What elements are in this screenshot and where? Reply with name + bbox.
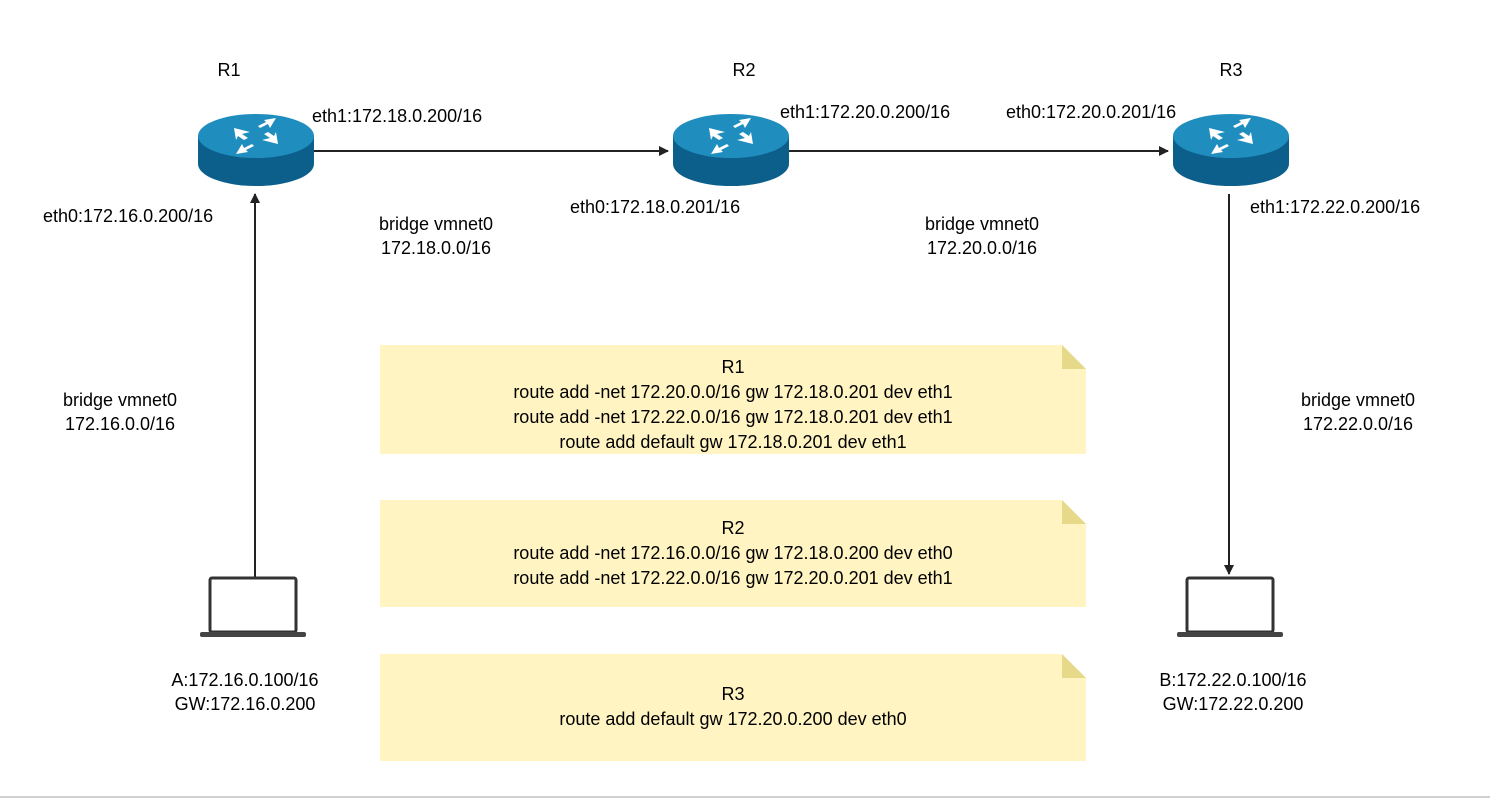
note-r1-title: R1 <box>721 357 745 377</box>
laptop-a-icon <box>200 576 306 637</box>
r1-eth0-label: eth0:172.16.0.200/16 <box>43 206 214 226</box>
note-r3-line: route add default gw 172.20.0.200 dev et… <box>559 709 907 729</box>
note-r3-background <box>380 654 1086 761</box>
r3-eth1-label: eth1:172.22.0.200/16 <box>1250 197 1421 217</box>
r2-eth0-label: eth0:172.18.0.201/16 <box>570 197 741 217</box>
r3-eth0-label: eth0:172.20.0.201/16 <box>1006 102 1177 122</box>
router-r1-title: R1 <box>217 60 241 80</box>
r1-eth1-label: eth1:172.18.0.200/16 <box>312 106 483 126</box>
net-a-r1-subnet: 172.16.0.0/16 <box>64 414 176 434</box>
net-r1-r2-subnet: 172.18.0.0/16 <box>380 238 492 258</box>
host-b-addr: B:172.22.0.100/16 <box>1159 670 1307 690</box>
net-a-r1-label: bridge vmnet0 172.16.0.0/16 <box>20 388 220 436</box>
note-r2-line: route add -net 172.16.0.0/16 gw 172.18.0… <box>513 543 953 563</box>
route-note-r2: R2 route add -net 172.16.0.0/16 gw 172.1… <box>380 500 1086 607</box>
net-r3-b-bridge: bridge vmnet0 <box>1300 390 1416 410</box>
host-b-gw: GW:172.22.0.200 <box>1162 694 1304 714</box>
note-r1-line: route add -net 172.20.0.0/16 gw 172.18.0… <box>513 382 953 402</box>
host-a-addr: A:172.16.0.100/16 <box>171 670 319 690</box>
net-r1-r2-bridge: bridge vmnet0 <box>378 214 494 234</box>
net-r3-b-label: bridge vmnet0 172.22.0.0/16 <box>1258 388 1458 436</box>
note-r1-line: route add default gw 172.18.0.201 dev et… <box>559 432 907 452</box>
net-r2-r3-label: bridge vmnet0 172.20.0.0/16 <box>882 212 1082 260</box>
host-a-gw: GW:172.16.0.200 <box>174 694 316 714</box>
net-a-r1-bridge: bridge vmnet0 <box>62 390 178 410</box>
net-r2-r3-subnet: 172.20.0.0/16 <box>926 238 1038 258</box>
router-r3-icon <box>1173 114 1289 186</box>
router-r1-icon <box>198 114 314 186</box>
r2-eth1-label: eth1:172.20.0.200/16 <box>780 102 951 122</box>
note-r1-background <box>380 345 1086 454</box>
note-r1-line: route add -net 172.22.0.0/16 gw 172.18.0… <box>513 407 953 427</box>
note-r2-title: R2 <box>721 518 745 538</box>
router-r2-icon <box>673 114 789 186</box>
laptop-b-icon <box>1177 576 1283 637</box>
net-r1-r2-label: bridge vmnet0 172.18.0.0/16 <box>336 212 536 260</box>
router-r3-title: R3 <box>1219 60 1243 80</box>
router-r2-title: R2 <box>732 60 756 80</box>
route-note-r3: R3 route add default gw 172.20.0.200 dev… <box>380 654 1086 761</box>
net-r3-b-subnet: 172.22.0.0/16 <box>1302 414 1414 434</box>
note-r2-background <box>380 500 1086 607</box>
bottom-divider <box>0 796 1490 798</box>
note-r3-title: R3 <box>721 684 745 704</box>
host-b-label: B:172.22.0.100/16 GW:172.22.0.200 <box>1128 668 1338 716</box>
route-note-r1: R1 route add -net 172.20.0.0/16 gw 172.1… <box>380 345 1086 454</box>
host-a-label: A:172.16.0.100/16 GW:172.16.0.200 <box>140 668 350 716</box>
note-r2-line: route add -net 172.22.0.0/16 gw 172.20.0… <box>513 568 953 588</box>
net-r2-r3-bridge: bridge vmnet0 <box>924 214 1040 234</box>
